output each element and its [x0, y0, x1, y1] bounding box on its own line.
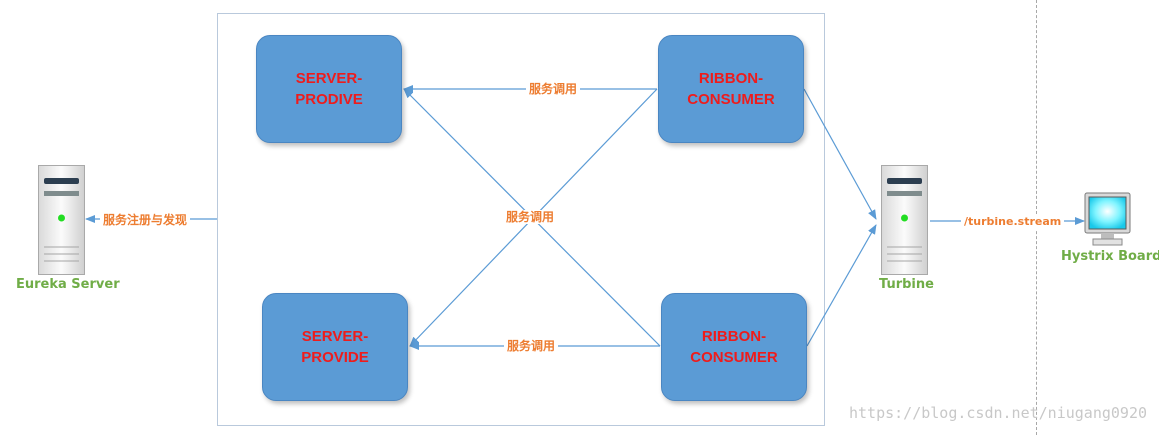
edge-label-register-discover: 服务注册与发现: [100, 213, 191, 227]
caption-eureka-server: Eureka Server: [16, 277, 120, 292]
microservices-frame: [217, 13, 825, 426]
caption-hystrix-board: Hystrix Board: [1061, 249, 1159, 264]
edge-ribbon-top-to-turbine: [803, 88, 877, 220]
ribbon-consumer-bottom-node: RIBBON-CONSUMER: [661, 293, 807, 401]
caption-turbine: Turbine: [879, 277, 934, 292]
server-provide-node: SERVER-PROVIDE: [262, 293, 408, 401]
edge-label-call-middle: 服务调用: [503, 210, 558, 224]
ribbon-consumer-top-node: RIBBON-CONSUMER: [658, 35, 804, 143]
edge-label-turbine-stream: /turbine.stream: [961, 215, 1065, 229]
turbine-server-icon: [881, 165, 928, 275]
edge-label-call-bottom: 服务调用: [504, 339, 559, 353]
server-prodive-node: SERVER-PRODIVE: [256, 35, 402, 143]
eureka-server-icon: [38, 165, 85, 275]
watermark: https://blog.csdn.net/niugang0920: [848, 404, 1147, 422]
edge-ribbon-bottom-to-turbine: [806, 224, 877, 347]
monitor-icon: [1084, 192, 1131, 246]
edge-label-call-top: 服务调用: [526, 82, 581, 96]
